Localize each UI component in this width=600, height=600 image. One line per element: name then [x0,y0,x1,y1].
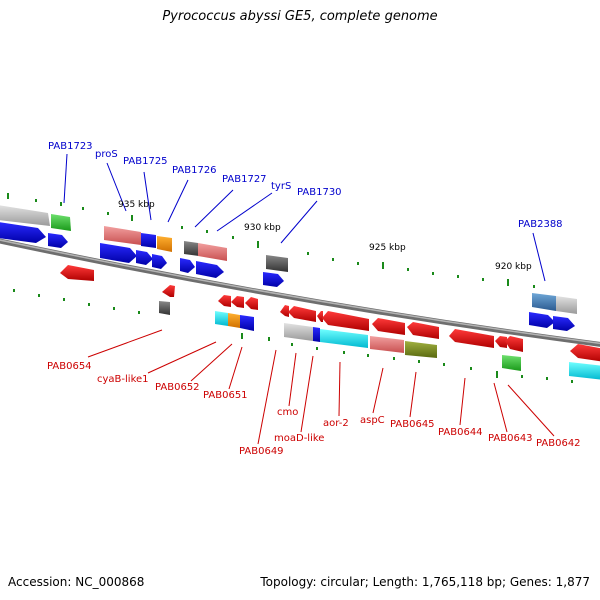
gene-label-pab0643[interactable]: PAB0643 [488,433,533,444]
reverse-arrow [231,296,244,308]
reverse-arrow [495,336,507,348]
gene-pab0643-block [502,355,521,371]
forward-arrow [0,222,46,243]
gene-pab2388-block [532,293,556,311]
gene-label-pab0651[interactable]: PAB0651 [203,390,248,401]
forward-arrow [196,261,224,278]
gene-label-pab1723[interactable]: PAB1723 [48,141,93,152]
map-title: Pyrococcus abyssi GE5, complete genome [162,9,438,24]
outer-leader-lines [63,153,546,282]
gene-label-aspc[interactable]: aspC [360,415,385,426]
reverse-arrow [245,297,258,310]
reverse-arrow [322,311,369,331]
gene-label-pab1727[interactable]: PAB1727 [222,174,267,185]
scale-ticks-inner [13,289,573,383]
reverse-arrow [218,295,231,307]
gene-label-pab0654[interactable]: PAB0654 [47,361,92,372]
scale-label: 920 kbp [495,262,532,272]
gene-label-tyrs[interactable]: tyrS [271,181,291,192]
gene-label-pab1730[interactable]: PAB1730 [297,187,342,198]
reverse-arrow [162,285,175,297]
forward-arrow [136,250,153,265]
gene-label-pab0645[interactable]: PAB0645 [390,419,435,430]
gene-pab2388-tail [556,296,577,314]
reverse-arrow [317,311,323,322]
gene-label-pros[interactable]: proS [95,149,118,160]
reverse-arrow [449,329,494,348]
outer-gene-blocks [0,205,577,314]
gene-label-aor-2[interactable]: aor-2 [323,418,349,429]
gene-label-pab2388[interactable]: PAB2388 [518,219,563,230]
gene-aspc-block [370,336,404,353]
gene-label-moad-like[interactable]: moaD-like [274,433,324,444]
gene-pab0654-block [159,301,170,315]
reverse-arrow [570,344,600,362]
gene-pab1723-block [0,205,50,226]
outer-gene-label-group: PAB1723 proS PAB1725 PAB1726 PAB1727 tyr… [48,141,563,230]
forward-arrow [529,312,555,328]
inner-gene-blocks [159,301,600,380]
gene-pab0642-block [569,362,600,380]
scale-label-group: 935 kbp 930 kbp 925 kbp 920 kbp [118,200,532,272]
scale-ticks-outer [7,193,535,288]
gene-cyab-block [215,311,228,326]
reverse-arrow [505,336,523,352]
forward-arrow [180,258,195,273]
gene-label-pab1726[interactable]: PAB1726 [172,165,217,176]
gene-pros-block [104,226,141,245]
forward-arrow [263,272,284,287]
gene-label-pab0652[interactable]: PAB0652 [155,382,200,393]
gene-pab0652-block [228,313,240,328]
outer-forward-arrows [0,222,575,331]
gene-label-pab0642[interactable]: PAB0642 [536,438,581,449]
gene-label-cyab-like1[interactable]: cyaB-like1 [97,374,149,385]
gene-cmo-block [284,323,313,341]
scale-label: 935 kbp [118,200,155,210]
gene-pab1727-block [198,243,227,261]
gene-pab1723-cap [51,214,71,231]
reverse-arrow [280,305,289,317]
inner-leader-lines [87,329,555,445]
reverse-arrow [288,306,316,322]
gene-label-pab0644[interactable]: PAB0644 [438,427,483,438]
gene-pab0651-block [240,315,254,331]
forward-arrow [152,254,167,269]
gene-aor2-block [320,329,368,348]
gene-label-pab0649[interactable]: PAB0649 [239,446,284,457]
inner-reverse-arrows [60,265,600,362]
reverse-arrow [372,318,405,335]
topology-text: Topology: circular; Length: 1,765,118 bp… [260,575,590,589]
forward-arrow [100,243,137,263]
inner-gene-label-group: PAB0654 cyaB-like1 PAB0652 PAB0651 PAB06… [47,361,581,457]
reverse-arrow [407,322,439,339]
gene-pabx-block [141,233,156,248]
gene-moad-block [313,327,320,342]
gene-pab1726-block [184,241,199,256]
scale-label: 930 kbp [244,223,281,233]
forward-arrow [553,316,575,331]
gene-pab0645-block [405,341,437,358]
gene-pab1725-block [157,236,172,252]
forward-arrow [48,233,68,248]
reverse-arrow [60,265,94,281]
gene-label-cmo[interactable]: cmo [277,407,298,418]
scale-label: 925 kbp [369,243,406,253]
gene-label-pab1725[interactable]: PAB1725 [123,156,168,167]
genome-backbone [0,238,600,347]
accession-text: Accession: NC_000868 [8,575,145,589]
gene-tyrs-block [266,255,288,272]
